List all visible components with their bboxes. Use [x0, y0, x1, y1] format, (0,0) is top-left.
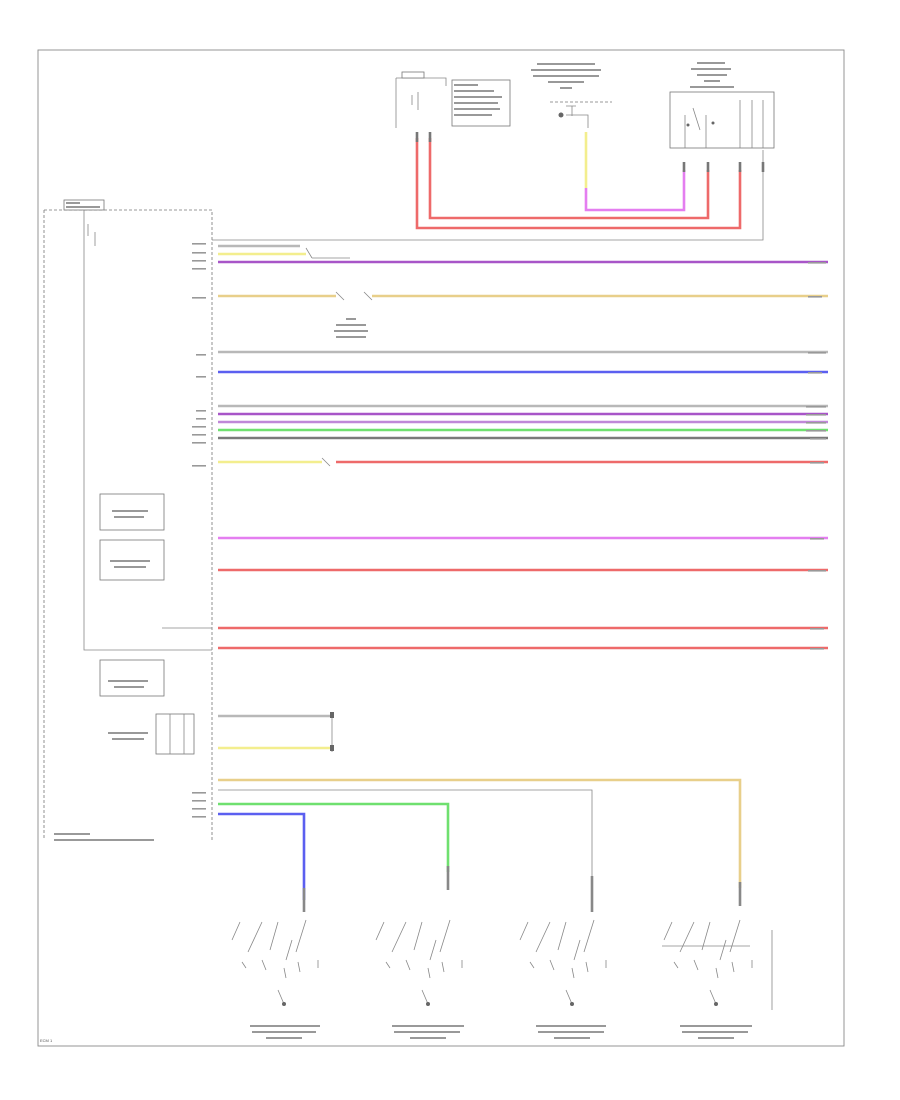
pin-labels: [192, 243, 206, 818]
switch-assembly-1: [231, 919, 320, 1039]
top-sensor-component: [531, 63, 612, 128]
diagram-frame: [37, 49, 845, 1047]
right-tags: [806, 262, 826, 650]
switch-assembly-2: [375, 919, 464, 1039]
switch-assembly-3: [519, 919, 607, 1039]
ground-icon: [558, 112, 564, 118]
switch-assembly-4: [662, 919, 773, 1039]
control-module: [43, 199, 213, 841]
footer-code: ECM 1: [40, 1038, 53, 1043]
top-switch-component: [669, 62, 775, 149]
connector-icon: [330, 712, 334, 718]
lower-feeds: [218, 778, 742, 912]
top-fuse-component: [395, 71, 511, 128]
switch-icon: [686, 123, 690, 127]
horizontal-bus: [218, 244, 828, 752]
